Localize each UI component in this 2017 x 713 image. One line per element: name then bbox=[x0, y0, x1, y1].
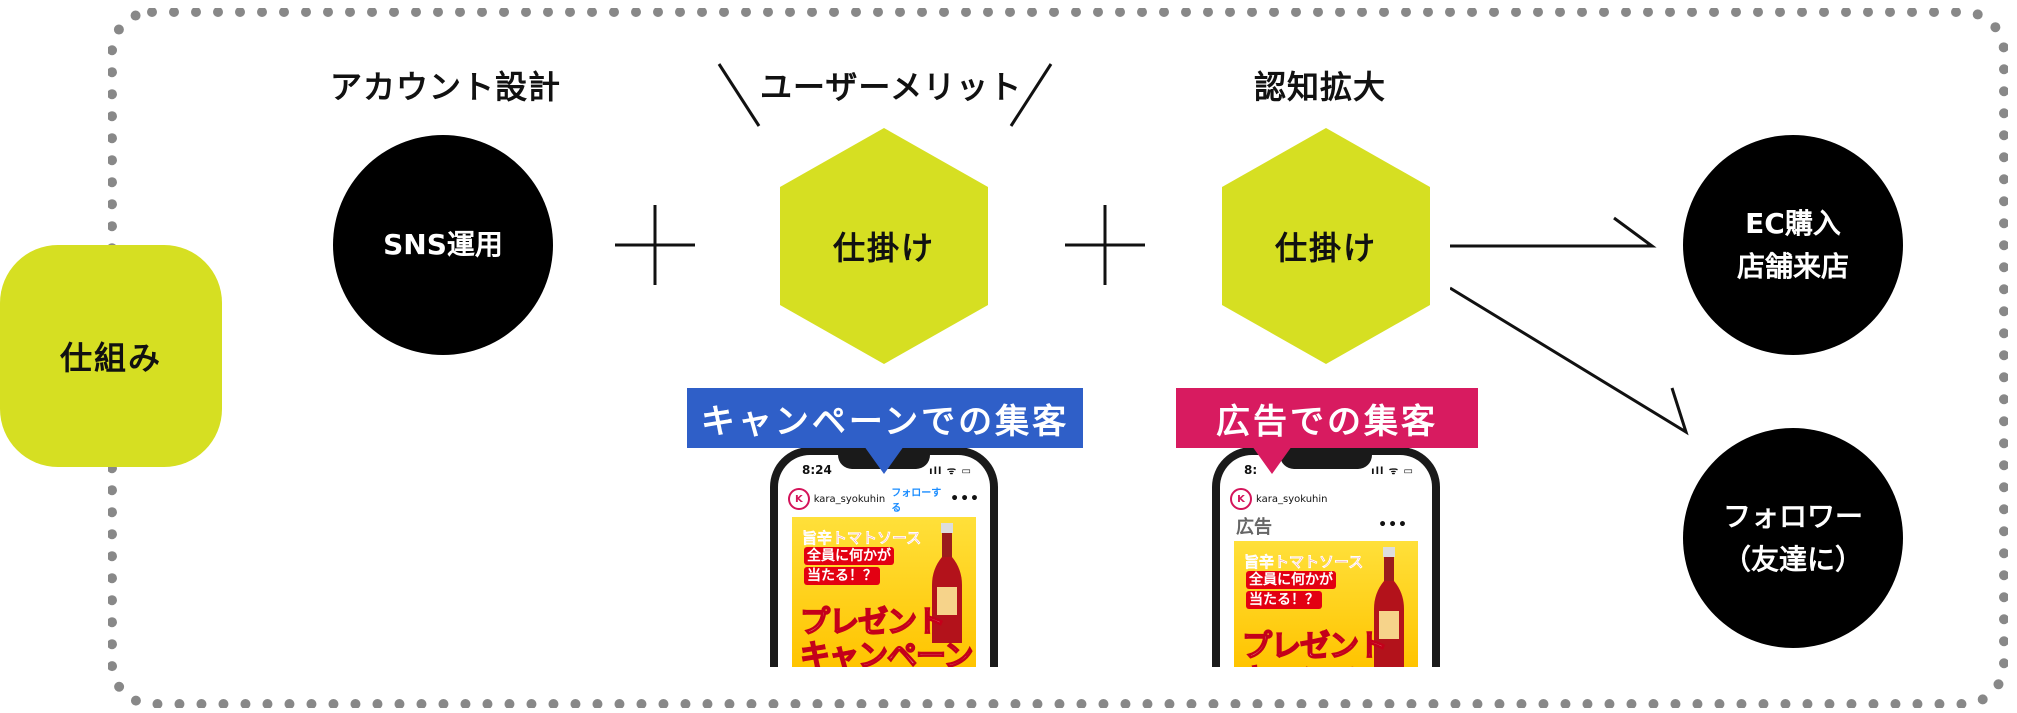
promo-present: プレゼント bbox=[1241, 628, 1389, 665]
mechanism-box: 仕組み bbox=[0, 245, 222, 467]
mechanism-hexagon-campaign: 仕掛け bbox=[780, 128, 988, 364]
heading-user-merit: ユーザーメリット bbox=[760, 68, 1023, 106]
status-icons: ıll ᯤ ▭ bbox=[1371, 466, 1414, 477]
heading-accent-lines bbox=[717, 63, 1053, 127]
hexagon-label: 仕掛け bbox=[1274, 229, 1377, 267]
avatar: K bbox=[788, 488, 810, 510]
promo-image: 旨辛トマトソース 全員に何かが 当たる！？ プレゼント キャンペーン bbox=[1234, 541, 1418, 667]
promo-line2: 全員に何かが bbox=[804, 547, 894, 566]
ad-label: 広告 bbox=[1236, 517, 1272, 538]
hexagon-label: 仕掛け bbox=[832, 229, 935, 267]
account-name: kara_syokuhin bbox=[813, 493, 886, 505]
ad-banner-label: 広告での集客 bbox=[1216, 401, 1438, 442]
campaign-banner-label: キャンペーンでの集客 bbox=[700, 401, 1070, 442]
sns-operation-label: SNS運用 bbox=[383, 228, 503, 262]
promo-image: 旨辛トマトソース 全員に何かが 当たる！？ プレゼント キャンペーン bbox=[792, 517, 976, 667]
sns-operation-circle: SNS運用 bbox=[333, 135, 553, 355]
promo-product: 旨辛トマトソース bbox=[802, 529, 922, 548]
promo-campaign: キャンペーン bbox=[799, 638, 974, 667]
phone-screen: 8: ıll ᯤ ▭ K kara_syokuhin 広告 ••• 旨辛トマトソ… bbox=[1220, 455, 1432, 667]
post-header: K kara_syokuhin bbox=[1230, 487, 1422, 511]
more-options-icon[interactable]: ••• bbox=[950, 491, 980, 507]
follower-circle: フォロワー （友達に） bbox=[1683, 428, 1903, 648]
sauce-bottle-icon bbox=[932, 523, 962, 643]
arrows bbox=[1450, 216, 1689, 436]
promo-line3: 当たる！？ bbox=[804, 567, 880, 586]
phone-notch bbox=[1280, 447, 1372, 469]
promo-product: 旨辛トマトソース bbox=[1244, 553, 1364, 572]
status-time: 8:24 bbox=[802, 463, 832, 477]
store-visit-label: 店舗来店 bbox=[1736, 250, 1849, 283]
phone-screen: 8:24 ıll ᯤ ▭ K kara_syokuhin フォローする ••• … bbox=[778, 455, 990, 667]
phone-mockup-campaign: 8:24 ıll ᯤ ▭ K kara_syokuhin フォローする ••• … bbox=[770, 447, 998, 667]
post-header: K kara_syokuhin フォローする ••• bbox=[788, 487, 980, 514]
mechanism-hexagon-ad: 仕掛け bbox=[1222, 128, 1430, 364]
ad-banner: 広告での集客 bbox=[1176, 388, 1478, 448]
sauce-bottle-icon bbox=[1374, 547, 1404, 667]
more-options-icon[interactable]: ••• bbox=[1378, 517, 1408, 533]
campaign-banner-pointer bbox=[864, 446, 904, 474]
phone-mockup-ad: 8: ıll ᯤ ▭ K kara_syokuhin 広告 ••• 旨辛トマトソ… bbox=[1212, 447, 1440, 667]
account-name: kara_syokuhin bbox=[1256, 493, 1328, 505]
promo-line3: 当たる！？ bbox=[1246, 591, 1322, 610]
mechanism-label: 仕組み bbox=[59, 339, 162, 377]
campaign-banner: キャンペーンでの集客 bbox=[687, 388, 1083, 448]
promo-present: プレゼント bbox=[799, 604, 947, 641]
promo-line2: 全員に何かが bbox=[1246, 571, 1336, 590]
plus-icon bbox=[615, 205, 695, 285]
ad-banner-pointer bbox=[1252, 446, 1292, 474]
plus-icon bbox=[1065, 205, 1145, 285]
heading-awareness: 認知拡大 bbox=[1253, 68, 1386, 106]
heading-account-design: アカウント設計 bbox=[330, 68, 562, 106]
status-time: 8: bbox=[1244, 463, 1258, 477]
ec-purchase-circle: EC購入店舗来店 bbox=[1683, 135, 1903, 355]
avatar: K bbox=[1230, 488, 1252, 510]
follower-label: フォロワー bbox=[1722, 499, 1863, 533]
promo-campaign: キャンペーン bbox=[1241, 655, 1416, 667]
friends-label: （友達に） bbox=[1722, 543, 1863, 576]
follow-button[interactable]: フォローする bbox=[891, 488, 942, 514]
status-icons: ıll ᯤ ▭ bbox=[929, 466, 972, 477]
ec-purchase-label: EC購入 bbox=[1745, 206, 1841, 240]
